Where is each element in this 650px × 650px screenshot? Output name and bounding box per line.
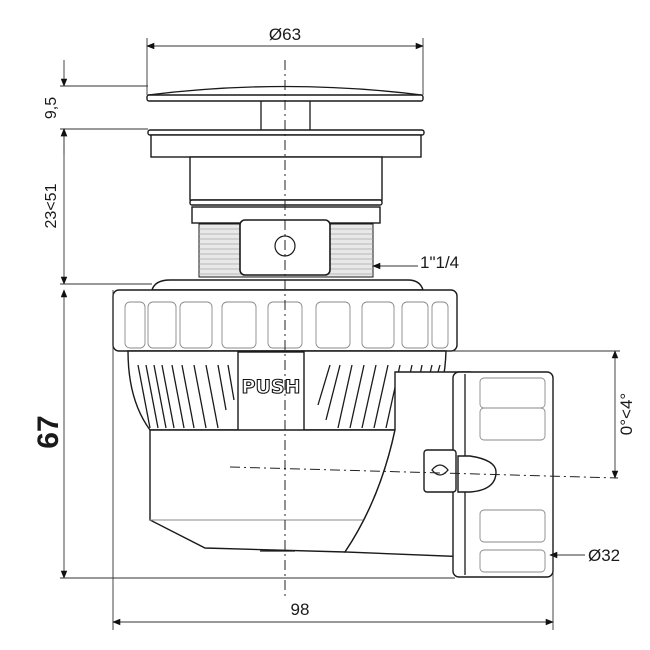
outlet-nut xyxy=(423,371,554,578)
dim-cap-height: 9,5 xyxy=(43,60,148,155)
svg-text:98: 98 xyxy=(291,600,310,619)
svg-text:0°<4°: 0°<4° xyxy=(617,393,636,435)
dim-cap-diameter: Ø63 xyxy=(146,25,424,95)
push-label: PUSH xyxy=(242,376,301,398)
svg-text:Ø63: Ø63 xyxy=(269,25,301,44)
svg-text:1"1/4: 1"1/4 xyxy=(420,253,459,272)
waste-body: PUSH xyxy=(127,350,471,558)
dim-outlet-angle: 0°<4° xyxy=(446,350,636,479)
dim-adjust-range: 23<51 xyxy=(43,128,152,285)
dim-body-height: 67 xyxy=(32,289,455,630)
svg-text:Ø32: Ø32 xyxy=(588,546,620,565)
svg-text:67: 67 xyxy=(32,415,65,448)
svg-text:9,5: 9,5 xyxy=(43,97,60,119)
dim-thread-size: 1"1/4 xyxy=(372,253,459,272)
dim-overall-width: 98 xyxy=(112,555,554,630)
svg-text:23<51: 23<51 xyxy=(43,183,60,228)
dim-outlet-diameter: Ø32 xyxy=(549,546,620,565)
threaded-tailpiece xyxy=(189,156,383,278)
outlet-centerline xyxy=(229,466,619,479)
waste-cap xyxy=(146,85,425,158)
